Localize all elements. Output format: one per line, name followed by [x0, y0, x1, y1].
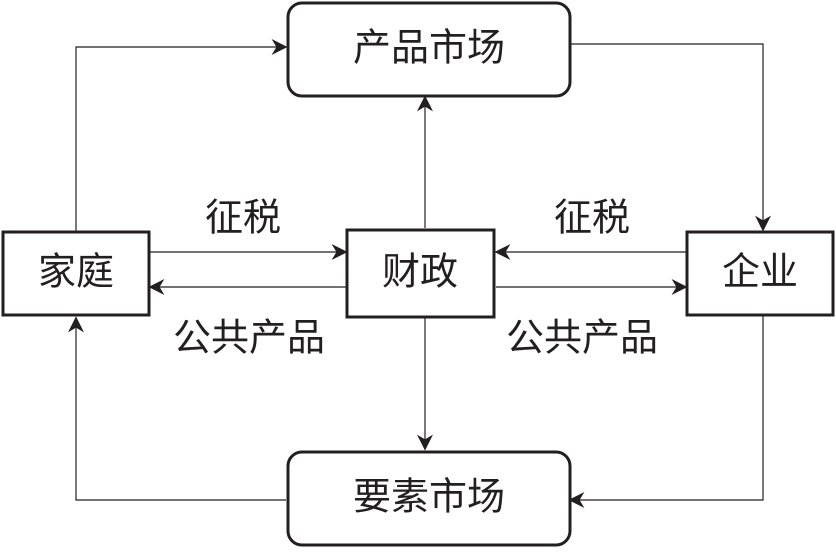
- factor-market-box: [286, 450, 572, 547]
- factor-market-to-household-arrow: [68, 316, 286, 501]
- public-goods-label-right: 公共产品: [506, 316, 658, 360]
- product-market-label: 产品市场: [353, 26, 505, 70]
- public-goods-label-left: 公共产品: [173, 316, 325, 360]
- household-box: [1, 230, 151, 317]
- product-market-box: [286, 1, 572, 98]
- enterprise-label: 企业: [722, 250, 798, 294]
- finance-label: 财政: [382, 250, 458, 294]
- household-label: 家庭: [38, 250, 114, 294]
- product-market-to-enterprise-arrow: [570, 43, 771, 232]
- household-to-product-market-arrow: [75, 39, 288, 231]
- factor-market-label: 要素市场: [353, 475, 505, 519]
- tax-label-right: 征税: [554, 196, 630, 240]
- enterprise-box: [685, 230, 835, 317]
- finance-box: [345, 228, 496, 319]
- enterprise-to-factor-market-arrow: [568, 316, 764, 508]
- tax-label-left: 征税: [205, 196, 281, 240]
